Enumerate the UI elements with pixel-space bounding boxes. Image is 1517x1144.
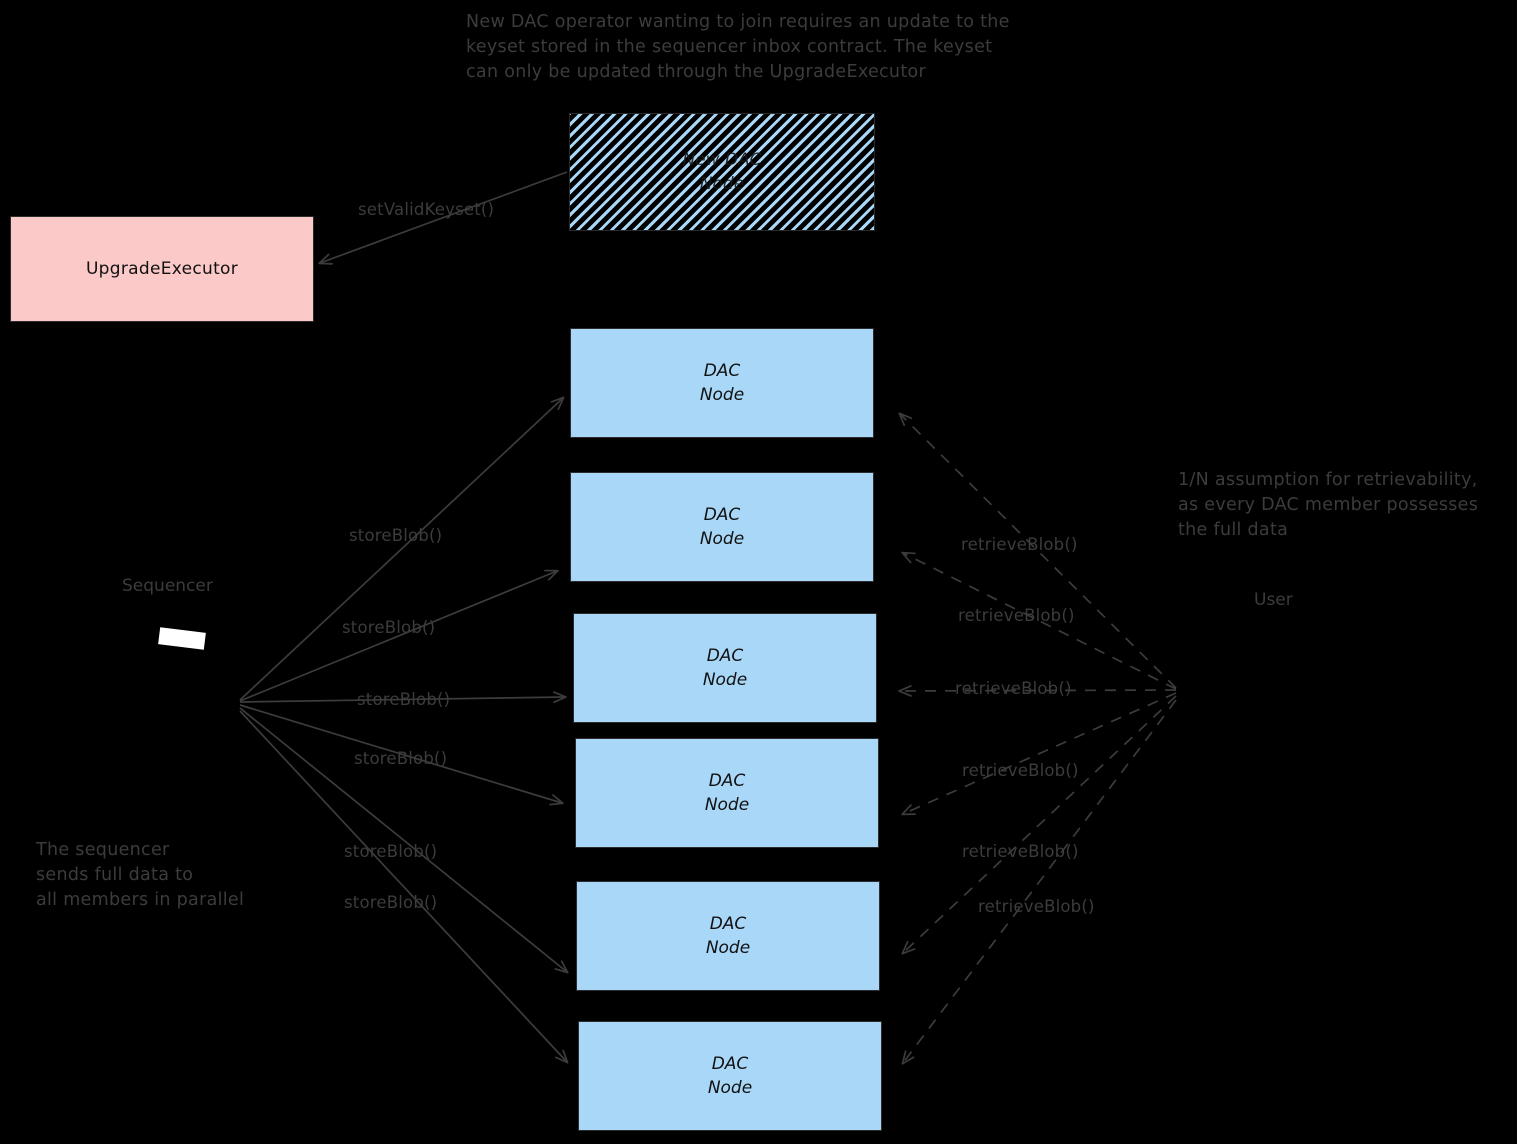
- sequencer-note: The sequencer sends full data to all mem…: [36, 840, 245, 910]
- edge-label-retrieve-blob-4: retrieveBlob(): [962, 761, 1079, 780]
- edge-label-retrieve-blob-3: retrieveBlob(): [955, 679, 1072, 698]
- sequencer-label: Sequencer: [122, 576, 213, 596]
- upgrade-executor-label: UpgradeExecutor: [85, 259, 239, 279]
- dac-node-box-1[interactable]: DAC Node: [570, 328, 874, 438]
- edge-label-store-blob-6: storeBlob(): [344, 893, 438, 912]
- sequencer-icon: [158, 627, 206, 650]
- edge-store-blob-5: [239, 707, 569, 974]
- edge-label-store-blob-2: storeBlob(): [342, 618, 436, 637]
- dac-node-label: DAC Node: [699, 361, 745, 405]
- edge-label-retrieve-blob-2: retrieveBlob(): [958, 606, 1075, 625]
- new-dac-node-label: New DAC Node: [682, 150, 762, 194]
- edge-label-retrieve-blob-5: retrieveBlob(): [962, 842, 1079, 861]
- edge-label-store-blob-1: storeBlob(): [349, 526, 443, 545]
- dac-node-label: DAC Node: [702, 646, 748, 690]
- dac-node-box-5[interactable]: DAC Node: [576, 881, 880, 991]
- header-note: New DAC operator wanting to join require…: [466, 12, 1010, 82]
- edge-retrieve-blob-6: [901, 699, 1177, 1065]
- dac-node-box-6[interactable]: DAC Node: [578, 1021, 882, 1131]
- edge-label-retrieve-blob-6: retrieveBlob(): [978, 897, 1095, 916]
- upgrade-executor-box[interactable]: UpgradeExecutor: [10, 216, 314, 322]
- dac-node-label: DAC Node: [699, 505, 745, 549]
- dac-node-box-3[interactable]: DAC Node: [573, 613, 877, 723]
- edge-label-store-blob-3: storeBlob(): [357, 690, 451, 709]
- edge-label-set-valid-keyset: setValidKeyset(): [358, 200, 495, 219]
- user-label: User: [1254, 590, 1293, 610]
- dac-node-box-2[interactable]: DAC Node: [570, 472, 874, 582]
- edge-label-retrieve-blob-1: retrieveBlob(): [961, 535, 1078, 554]
- dac-node-label: DAC Node: [705, 914, 751, 958]
- edge-label-store-blob-4: storeBlob(): [354, 749, 448, 768]
- edge-label-store-blob-5: storeBlob(): [344, 842, 438, 861]
- retrievability-note: 1/N assumption for retrievability, as ev…: [1178, 470, 1479, 540]
- edge-retrieve-blob-4: [901, 692, 1177, 816]
- dac-node-label: DAC Node: [704, 771, 750, 815]
- dac-node-label: DAC Node: [707, 1054, 753, 1098]
- new-dac-node-box[interactable]: New DAC Node: [569, 113, 875, 231]
- edge-store-blob-1: [239, 396, 565, 701]
- dac-node-box-4[interactable]: DAC Node: [575, 738, 879, 848]
